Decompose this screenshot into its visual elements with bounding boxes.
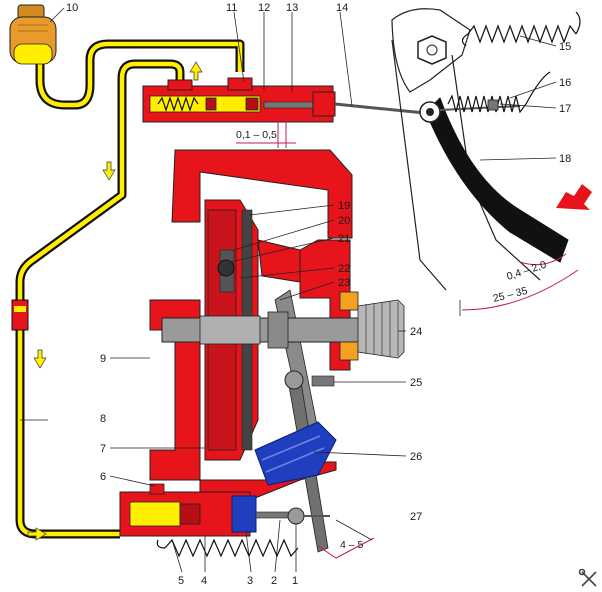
press-arrow-icon: [556, 184, 592, 210]
callout-26: 26: [410, 451, 422, 463]
callout-2: 2: [271, 575, 277, 587]
callout-21: 21: [338, 233, 350, 245]
fork-play-value: 4 – 5: [340, 539, 364, 551]
pedal-travel-value: 25 – 35: [492, 285, 529, 305]
tools-icon: [578, 568, 597, 587]
callout-16: 16: [559, 77, 571, 89]
fork-play-dimension: 4 – 5: [317, 519, 375, 559]
callout-18: 18: [559, 153, 571, 165]
callout-20: 20: [338, 215, 350, 227]
return-spring-hook: [156, 539, 166, 549]
return-spring: [164, 538, 299, 558]
callout-10: 10: [66, 2, 78, 14]
callout-14: 14: [336, 2, 348, 14]
callout-8: 8: [100, 413, 106, 425]
callout-13: 13: [286, 2, 298, 14]
callout-17: 17: [559, 103, 571, 115]
callout-11: 11: [226, 2, 237, 14]
pedal-assembly: [391, 8, 581, 291]
master-gap-value: 0,1 – 0,5: [236, 129, 277, 141]
callout-labels: 10 11 12 13 14 15 16 17 18 19 20 21 22 2…: [66, 2, 571, 587]
fluid-pipe: [11, 39, 245, 539]
callout-3: 3: [247, 575, 253, 587]
callout-5: 5: [178, 575, 184, 587]
callout-7: 7: [100, 443, 106, 455]
fluid-reservoir: [9, 4, 57, 65]
callout-1: 1: [292, 575, 298, 587]
callout-24: 24: [410, 326, 422, 338]
leader-lines: [20, 7, 557, 573]
callout-27: 27: [410, 511, 422, 523]
callout-6: 6: [100, 471, 106, 483]
callout-25: 25: [410, 377, 422, 389]
slave-cylinder: [119, 483, 330, 537]
arrow-icon: [27, 61, 203, 541]
release-boot: [254, 421, 337, 486]
master-cylinder: [142, 77, 426, 123]
callout-4: 4: [201, 575, 207, 587]
callout-9: 9: [100, 353, 106, 365]
callout-15: 15: [559, 41, 571, 53]
callout-12: 12: [258, 2, 270, 14]
master-gap-dimension: 0,1 – 0,5: [236, 115, 296, 148]
input-shaft: [161, 291, 405, 361]
callout-19: 19: [338, 200, 350, 212]
pedal-free-play-value: 0,4 – 2,0: [505, 259, 548, 283]
callout-23: 23: [338, 277, 350, 289]
callout-22: 22: [338, 263, 350, 275]
